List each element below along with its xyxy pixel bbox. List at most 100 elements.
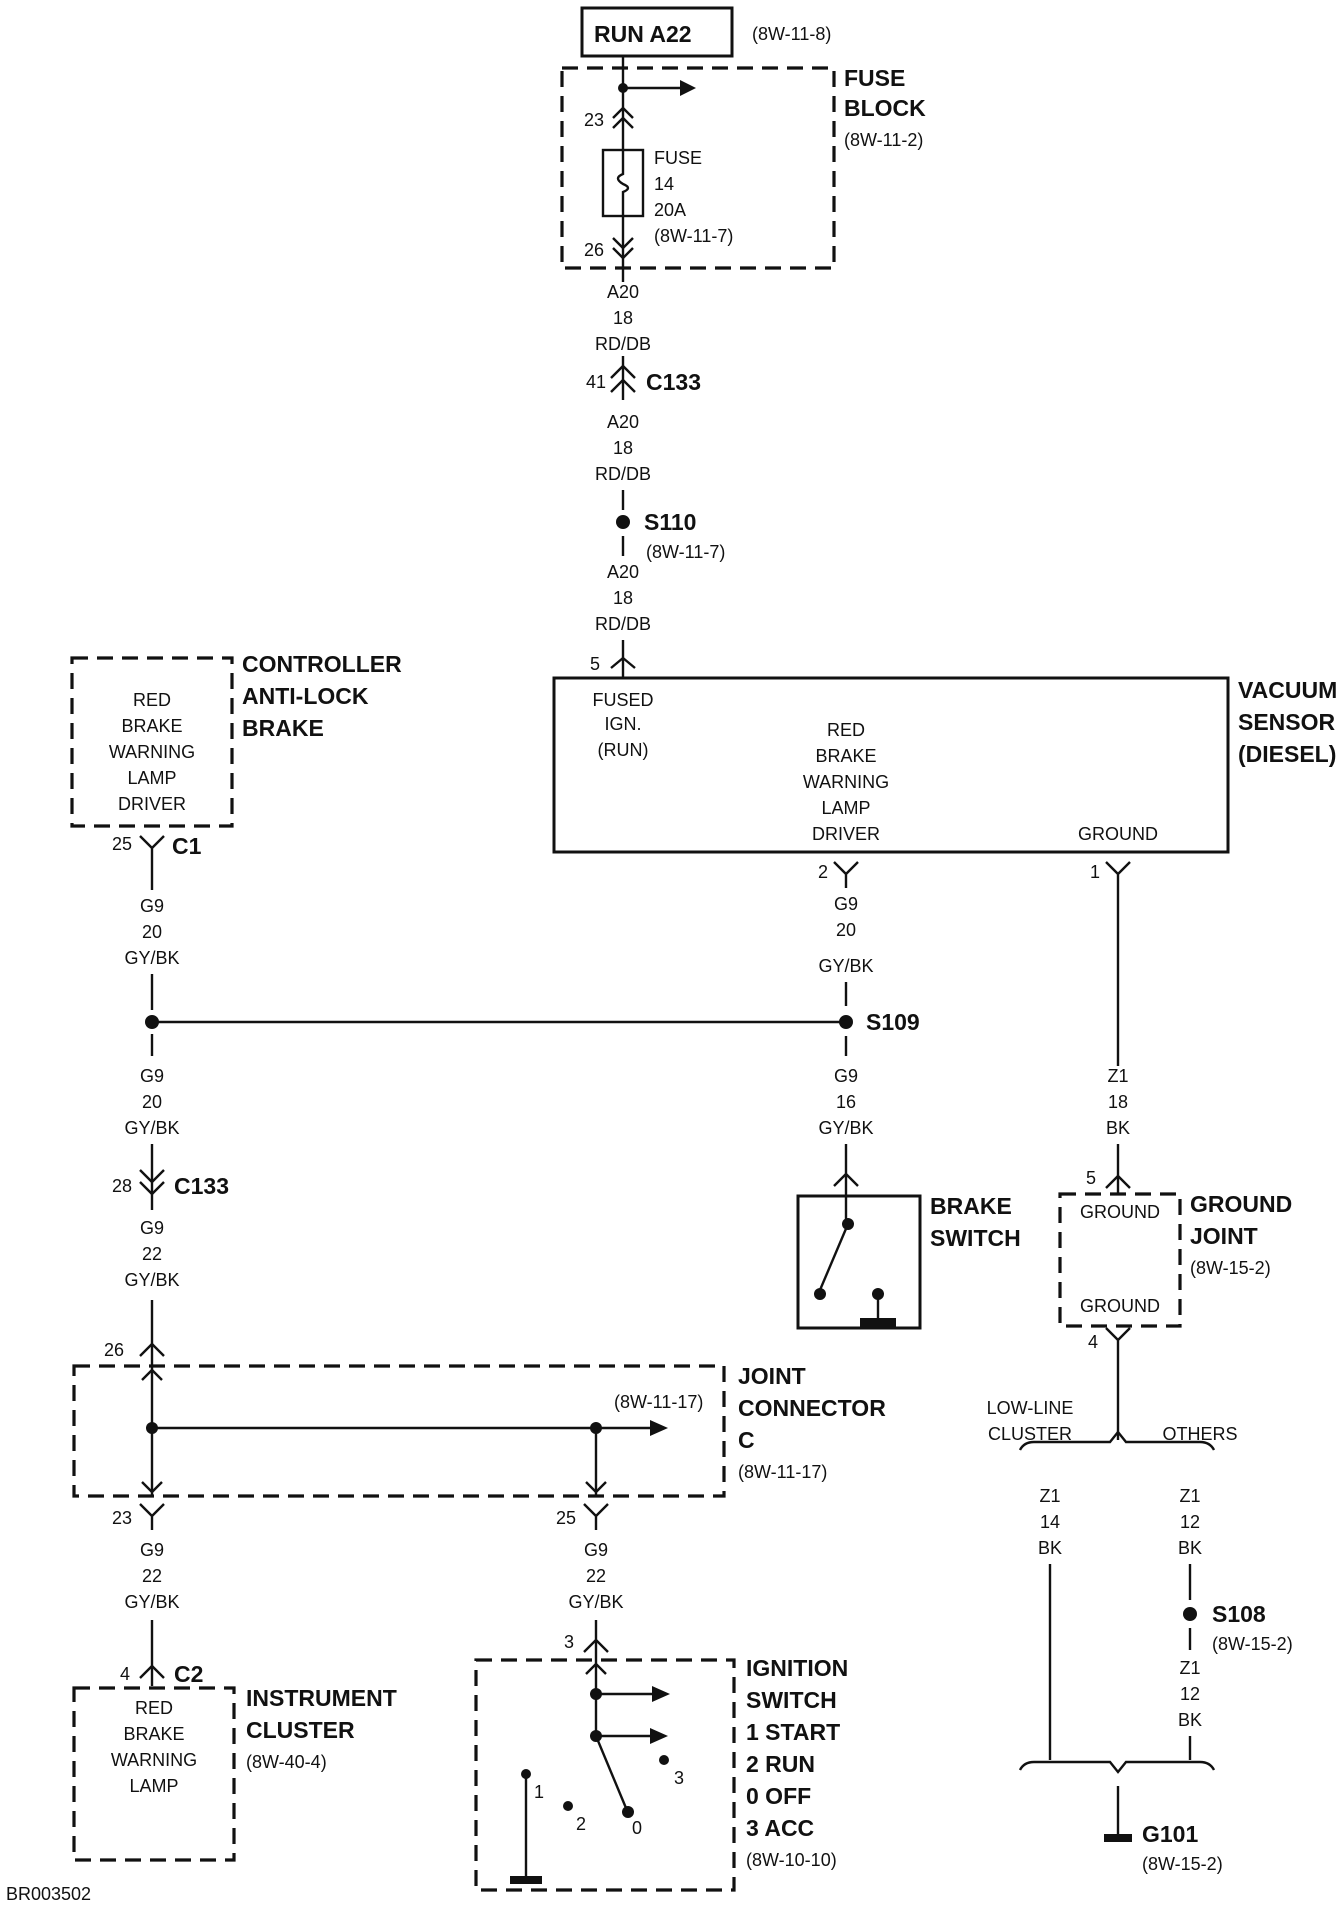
wire-g9-brake-circuit: G9 [834,1066,858,1086]
controller-anti-lock-brake: RED BRAKE WARNING LAMP DRIVER CONTROLLER… [70,651,402,828]
c133-top-name: C133 [646,369,701,395]
fuse-line-3: 20A [654,200,686,220]
ign-title-4: 2 RUN [746,1751,815,1777]
ign-title-1: IGNITION [746,1655,848,1681]
wire-z1-18-color: BK [1106,1118,1130,1138]
c133-top-pin: 41 [586,372,606,392]
wire-g9-left3-gauge: 22 [142,1244,162,1264]
vs-title-2: SENSOR [1238,709,1336,735]
joint-connector-title-1: JOINT [738,1363,806,1389]
footer-code: BR003502 [6,1884,91,1904]
wire-g9-left2-color: GY/BK [124,1118,179,1138]
g101-ref: (8W-15-2) [1142,1854,1223,1874]
fuse-block-title-2: BLOCK [844,95,926,121]
wire-z1-12b-circuit: Z1 [1179,1658,1200,1678]
joint-connector-pin-top: 26 [104,1340,124,1360]
wire-z1-14-color: BK [1038,1538,1062,1558]
ign-title-3: 1 START [746,1719,840,1745]
joint-connector-pin-b2: 25 [556,1508,576,1528]
wire-a20-1-color: RD/DB [595,334,651,354]
ground-joint: GROUND GROUND GROUND JOINT (8W-15-2) [1058,1191,1292,1328]
cluster-ref: (8W-40-4) [246,1752,327,1772]
cluster-title-1: INSTRUMENT [246,1685,397,1711]
vs-driver-3: WARNING [803,772,889,792]
controller-line-2: BRAKE [121,716,182,736]
wire-z1-18-gauge: 18 [1108,1092,1128,1112]
wire-g9-left1-color: GY/BK [124,948,179,968]
vs-title-3: (DIESEL) [1238,741,1336,767]
controller-title-3: BRAKE [242,715,324,741]
instrument-cluster: RED BRAKE WARNING LAMP INSTRUMENT CLUSTE… [72,1685,397,1862]
wire-a20-3-circuit: A20 [607,562,639,582]
joint-connector-ref: (8W-11-17) [738,1462,827,1482]
s110-splice [616,515,630,529]
branch-left-2: CLUSTER [988,1424,1072,1444]
fuse-block-title-1: FUSE [844,65,905,91]
wire-g9-left1-circuit: G9 [140,896,164,916]
s110-ref: (8W-11-7) [646,542,725,562]
controller-title-1: CONTROLLER [242,651,402,677]
c133-left-name: C133 [174,1173,229,1199]
controller-conn: C1 [172,833,202,859]
wire-a20-2-gauge: 18 [613,438,633,458]
wire-z1-12a-gauge: 12 [1180,1512,1200,1532]
joint-connector-title-2: CONNECTOR [738,1395,886,1421]
wire-z1-12a-color: BK [1178,1538,1202,1558]
wire-z1-18-circuit: Z1 [1107,1066,1128,1086]
wire-g9-left4-color: GY/BK [124,1592,179,1612]
ign-pos-1: 1 [534,1782,544,1802]
brake-switch-title-1: BRAKE [930,1193,1012,1219]
controller-line-1: RED [133,690,171,710]
ground-joint-ref: (8W-15-2) [1190,1258,1271,1278]
controller-title-2: ANTI-LOCK [242,683,369,709]
wire-a20-1-gauge: 18 [613,308,633,328]
ground-joint-pin-top: 5 [1086,1168,1096,1188]
vs-ground: GROUND [1078,824,1158,844]
wire-z1-12b-gauge: 12 [1180,1684,1200,1704]
wire-a20-1-circuit: A20 [607,282,639,302]
s108-splice [1183,1607,1197,1621]
wire-g9-ign-color: GY/BK [568,1592,623,1612]
ground-symbol-icon [1104,1834,1132,1842]
joint-connector-c: (8W-11-17) JOINT CONNECTOR C (8W-11-17) [72,1363,886,1498]
ground-joint-pin-bottom: 4 [1088,1332,1098,1352]
ignition-switch: 1 2 0 3 IGNITION SWITCH 1 START 2 RUN 0 … [474,1655,848,1892]
cluster-line-3: WARNING [111,1750,197,1770]
fuse-block-ref: (8W-11-2) [844,130,923,150]
c133-left-pin: 28 [112,1176,132,1196]
ign-title-6: 3 ACC [746,1815,814,1841]
ground-joint-title-1: GROUND [1190,1191,1292,1217]
wire-g9-vs-gauge: 20 [836,920,856,940]
run-a22-label: RUN A22 [594,21,692,47]
ign-pos-0: 0 [632,1818,642,1838]
wire-a20-2-circuit: A20 [607,412,639,432]
wire-g9-left2-circuit: G9 [140,1066,164,1086]
wire-g9-brake-color: GY/BK [818,1118,873,1138]
vs-title-1: VACUUM [1238,677,1337,703]
ignition-pin: 3 [564,1632,574,1652]
joint-connector-pin-b1: 23 [112,1508,132,1528]
vs-fused-3: (RUN) [598,740,649,760]
vs-driver-2: BRAKE [815,746,876,766]
ign-ref: (8W-10-10) [746,1850,837,1870]
fuse-line-2: 14 [654,174,674,194]
wire-g9-left4-circuit: G9 [140,1540,164,1560]
wire-g9-left3-circuit: G9 [140,1218,164,1238]
s110-name: S110 [644,509,696,535]
cluster-line-1: RED [135,1698,173,1718]
wire-z1-12a-circuit: Z1 [1179,1486,1200,1506]
brake-switch: BRAKE SWITCH [796,1193,1021,1330]
run-a22-ref: (8W-11-8) [752,24,831,44]
fuse-block: 23 26 FUSE 14 20A (8W-11-7) FUSE BLOCK (… [560,65,926,270]
s108-name: S108 [1212,1601,1266,1627]
vs-fused-1: FUSED [592,690,653,710]
run-a22-box: RUN A22 (8W-11-8) [580,6,831,58]
wire-a20-3-gauge: 18 [613,588,633,608]
ground-joint-title-2: JOINT [1190,1223,1258,1249]
wire-g9-ign-circuit: G9 [584,1540,608,1560]
wire-g9-left2-gauge: 20 [142,1092,162,1112]
s109-name: S109 [866,1009,920,1035]
fuse-block-pin-out: 26 [584,240,604,260]
cluster-line-4: LAMP [129,1776,178,1796]
